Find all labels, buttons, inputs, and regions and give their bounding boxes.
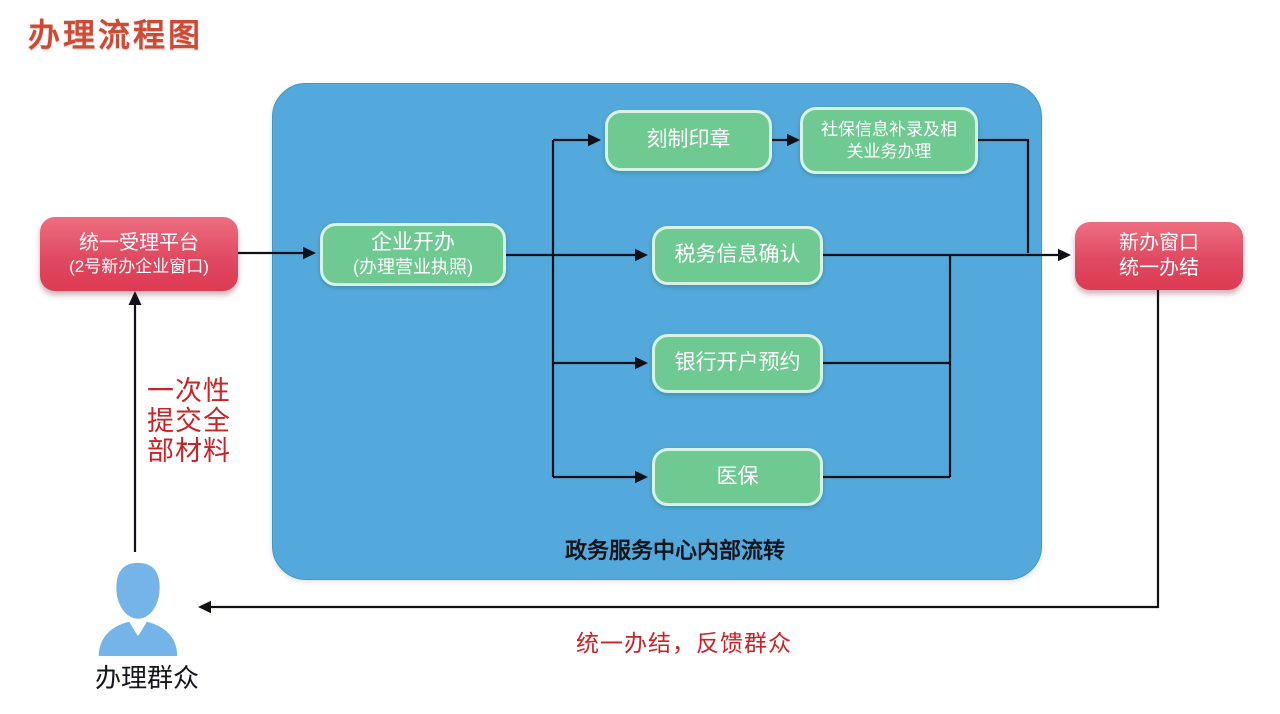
node-social-security: 社保信息补录及相 关业务办理 [800, 107, 978, 174]
page-title: 办理流程图 [28, 17, 204, 53]
submit-materials-note: 一次性 提交全 部材料 [147, 376, 231, 466]
arrowhead-result [1058, 248, 1071, 262]
node-label-line2: 关业务办理 [846, 141, 932, 161]
node-label: 企业开办 [371, 231, 455, 255]
submit-note-line1: 一次性 [147, 376, 231, 406]
arrowhead-up-platform [128, 291, 142, 305]
node-sublabel: (办理营业执照) [353, 257, 473, 278]
node-medical-insurance: 医保 [652, 448, 823, 506]
node-seal-engraving: 刻制印章 [605, 110, 772, 171]
arrowhead-left-person [198, 600, 211, 614]
node-business-opening: 企业开办 (办理营业执照) [320, 223, 506, 286]
citizen-person-icon [98, 562, 178, 656]
node-label: 税务信息确认 [674, 243, 801, 267]
feedback-note: 统一办结，反馈群众 [576, 630, 792, 656]
node-label: 医保 [716, 464, 759, 488]
citizen-label: 办理群众 [94, 663, 199, 693]
node-label: 社保信息补录及相 [821, 119, 957, 139]
node-sublabel: (2号新办企业窗口) [69, 256, 209, 276]
submit-note-line2: 提交全 [147, 406, 231, 436]
node-label: 新办窗口 [1119, 232, 1199, 254]
node-tax-info: 税务信息确认 [652, 226, 823, 285]
submit-note-line3: 部材料 [147, 436, 231, 466]
node-new-window-completion: 新办窗口 统一办结 [1075, 222, 1243, 290]
node-label: 统一受理平台 [79, 231, 199, 254]
node-label: 刻制印章 [646, 128, 731, 152]
node-label: 银行开户预约 [674, 351, 801, 375]
container-caption: 政务服务中心内部流转 [564, 538, 785, 563]
node-bank-appointment: 银行开户预约 [652, 334, 823, 393]
node-sublabel: 统一办结 [1119, 257, 1199, 279]
node-unified-acceptance-platform: 统一受理平台 (2号新办企业窗口) [40, 217, 238, 291]
